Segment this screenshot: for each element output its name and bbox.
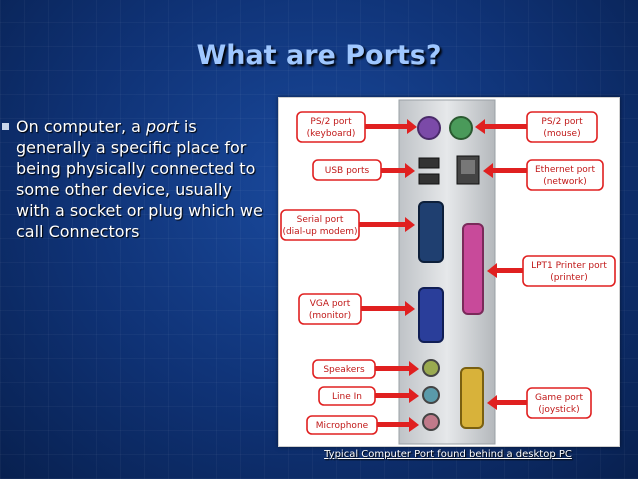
label-ps2-mouse-line1: PS/2 port — [541, 117, 583, 127]
label-vga-line2: (monitor) — [309, 311, 351, 321]
label-ethernet: Ethernet port (network) — [483, 159, 604, 191]
lpt1-port — [462, 223, 484, 315]
arrow-right-icon — [375, 388, 419, 403]
label-serial-line2: (dial-up modem) — [282, 227, 357, 237]
vga-port — [418, 287, 444, 343]
arrow-right-icon — [361, 301, 415, 316]
arrow-right-icon — [365, 119, 417, 134]
label-ps2-mouse-line2: (mouse) — [543, 129, 580, 139]
label-line-in-line1: Line In — [332, 392, 362, 402]
ethernet-socket — [461, 160, 475, 174]
arrow-left-icon — [487, 263, 523, 278]
label-line-in: Line In — [318, 386, 419, 406]
bullet-text-emphasis: port — [146, 117, 179, 136]
bullet-text-before: On computer, a — [16, 117, 147, 136]
label-speakers: Speakers — [312, 359, 419, 379]
bullet-text-after: is generally a specific place for being … — [16, 117, 263, 241]
label-ps2-mouse: PS/2 port (mouse) — [475, 111, 598, 143]
label-usb-line1: USB ports — [325, 166, 370, 176]
label-lpt1-line1: LPT1 Printer port — [531, 261, 607, 271]
bullet-text: On computer, a port is generally a speci… — [16, 116, 264, 242]
arrow-right-icon — [359, 217, 415, 232]
serial-port — [418, 201, 444, 263]
label-microphone-line1: Microphone — [316, 421, 369, 431]
ports-diagram-svg: PS/2 port (keyboard) USB ports Serial po… — [280, 99, 616, 445]
label-ps2-keyboard-line2: (keyboard) — [307, 129, 356, 139]
label-speakers-line1: Speakers — [323, 365, 365, 375]
usb-port-2 — [418, 173, 440, 185]
label-game-line2: (joystick) — [538, 405, 579, 415]
usb-port-1 — [418, 157, 440, 169]
label-ps2-keyboard-line1: PS/2 port — [310, 117, 352, 127]
arrow-left-icon — [475, 119, 527, 134]
ps2-keyboard-port — [417, 116, 441, 140]
label-vga-line1: VGA port — [310, 299, 351, 309]
ps2-mouse-port — [449, 116, 473, 140]
label-vga: VGA port (monitor) — [298, 293, 415, 325]
label-ethernet-line2: (network) — [543, 177, 587, 187]
label-lpt1-line2: (printer) — [550, 273, 587, 283]
label-ps2-keyboard: PS/2 port (keyboard) — [296, 111, 417, 143]
microphone-jack — [422, 413, 440, 431]
arrow-right-icon — [377, 417, 419, 432]
figure-caption[interactable]: Typical Computer Port found behind a des… — [324, 449, 572, 460]
label-usb: USB ports — [312, 159, 415, 181]
line-in-jack — [422, 386, 440, 404]
slide-title: What are Ports? — [196, 40, 442, 71]
arrow-right-icon — [375, 361, 419, 376]
speakers-jack — [422, 359, 440, 377]
label-lpt1: LPT1 Printer port (printer) — [487, 255, 616, 287]
label-serial-line1: Serial port — [297, 215, 344, 225]
label-serial: Serial port (dial-up modem) — [280, 209, 415, 241]
ports-diagram: PS/2 port (keyboard) USB ports Serial po… — [278, 97, 620, 447]
label-game-line1: Game port — [535, 393, 584, 403]
arrow-left-icon — [487, 395, 527, 410]
arrow-right-icon — [381, 163, 415, 178]
label-ethernet-line1: Ethernet port — [535, 165, 596, 175]
label-microphone: Microphone — [306, 415, 419, 435]
square-bullet-icon — [2, 123, 9, 130]
label-game: Game port (joystick) — [487, 387, 592, 419]
arrow-left-icon — [483, 163, 527, 178]
game-port — [460, 367, 484, 429]
bullet-point: On computer, a port is generally a speci… — [2, 116, 264, 242]
